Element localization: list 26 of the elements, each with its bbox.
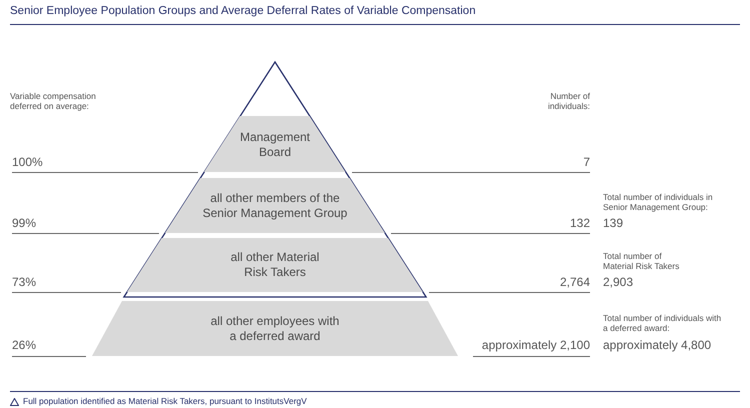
note-text: Total number of individuals in Senior Management Group: bbox=[603, 192, 714, 212]
value-label: 139 bbox=[603, 216, 624, 230]
value-label: 26% bbox=[12, 338, 36, 352]
value-label: 2,764 bbox=[560, 275, 590, 289]
note-text: Total number of individuals with a deferred award: bbox=[603, 313, 722, 333]
pyramid-band bbox=[92, 301, 458, 356]
value-label: approximately 2,100 bbox=[482, 338, 590, 352]
note-text: Variable compensation deferred on average: bbox=[10, 91, 97, 111]
value-label: 7 bbox=[583, 155, 590, 169]
pyramid-band bbox=[204, 116, 346, 172]
pyramid-band bbox=[165, 178, 385, 233]
band-label: all other Material Risk Takers bbox=[230, 250, 320, 280]
value-label: 100% bbox=[12, 155, 43, 169]
band-label: all other employees with a deferred award bbox=[210, 314, 340, 344]
footnote: Full population identified as Material Risk Takers, pursuant to InstitutsVergV bbox=[23, 396, 307, 406]
title: Senior Employee Population Groups and Average Deferral Rates of Variable Compensation bbox=[10, 5, 476, 17]
value-label: approximately 4,800 bbox=[603, 338, 712, 352]
value-label: 99% bbox=[12, 216, 36, 230]
value-label: 73% bbox=[12, 275, 36, 289]
value-label: 132 bbox=[570, 216, 590, 230]
note-text: Total number of Material Risk Takers bbox=[603, 251, 680, 271]
value-label: 2,903 bbox=[603, 275, 634, 289]
band-label: all other members of the Senior Management Group bbox=[202, 191, 348, 221]
band-label: Management Board bbox=[238, 130, 311, 160]
note-text: Number of individuals: bbox=[546, 91, 590, 111]
pyramid-band bbox=[127, 238, 423, 292]
